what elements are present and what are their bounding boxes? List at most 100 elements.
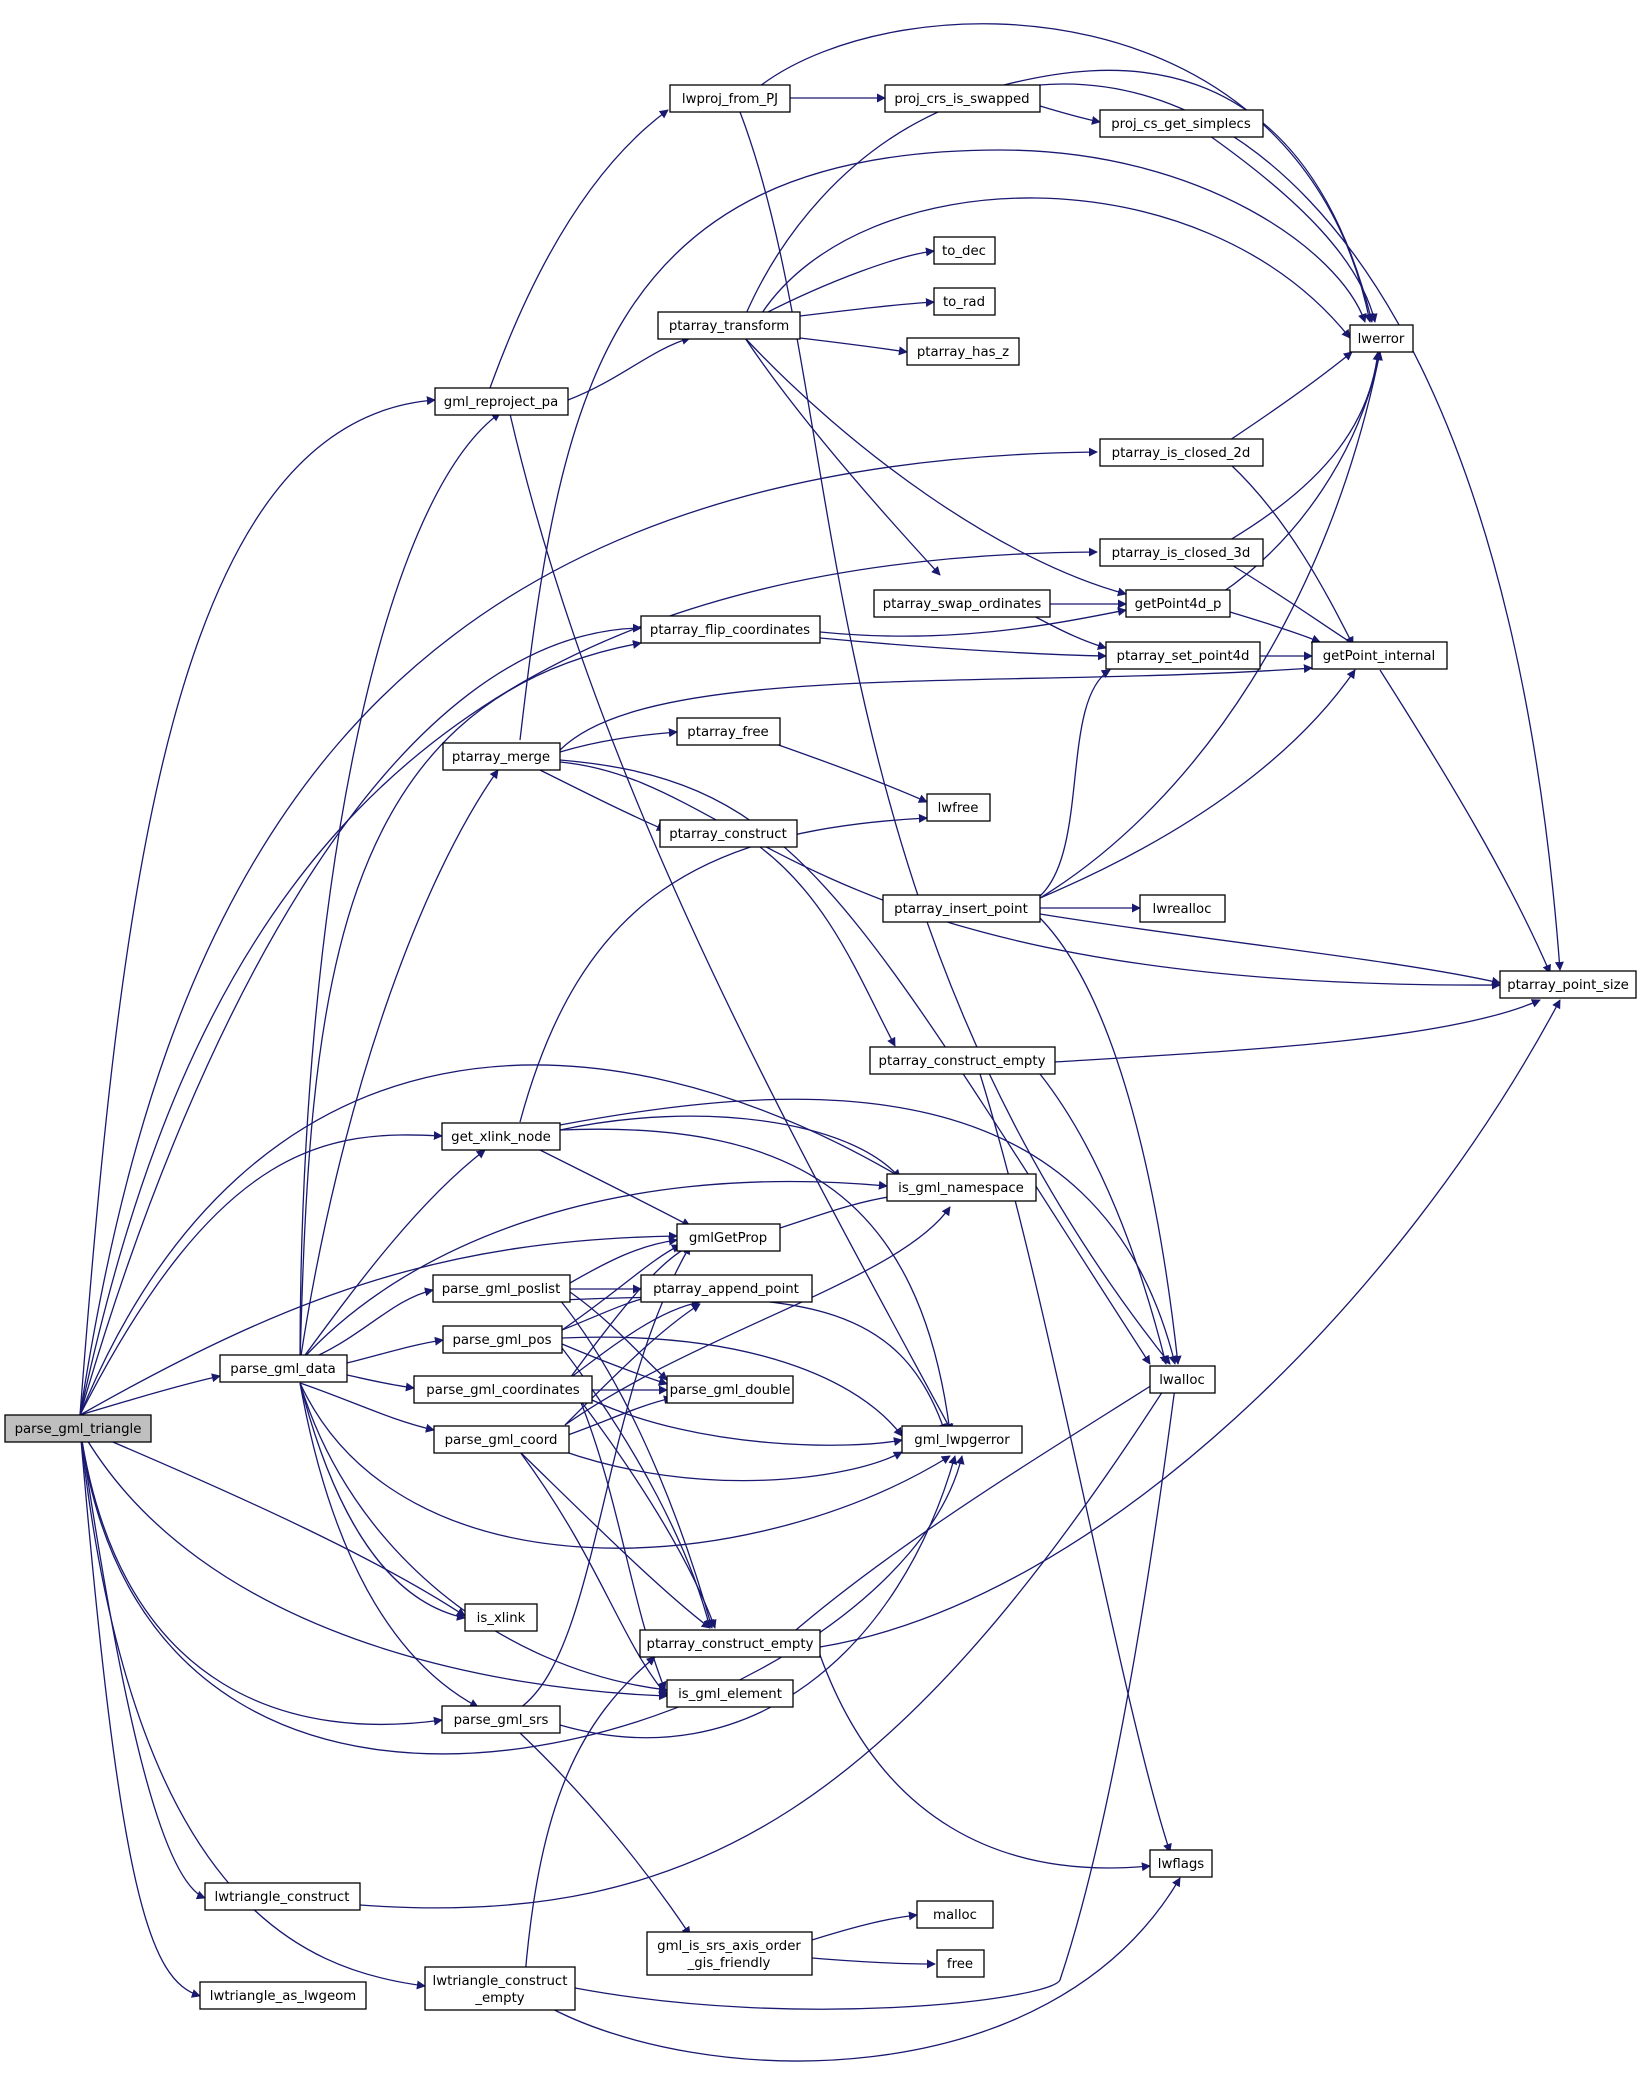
edge-parse-gml-triangle-to-lwtriangle-as-lwgeom: [79, 1427, 201, 1998]
node-to-dec[interactable]: to_dec: [933, 236, 996, 265]
edge-ptarray-merge-to-ptarray-free: [559, 728, 678, 753]
node-ptarray-merge[interactable]: ptarray_merge: [442, 742, 561, 771]
edge-ptarray-transform-to-to-rad: [799, 297, 935, 317]
node-parse-gml-data[interactable]: parse_gml_data: [219, 1354, 348, 1383]
edge-getpoint4d-p-to-getpoint-internal: [1229, 611, 1321, 644]
node-get-xlink-node[interactable]: get_xlink_node: [441, 1122, 561, 1151]
edge-parse-gml-triangle-to-gmlgetprop: [79, 1231, 678, 1416]
node-is-gml-namespace[interactable]: is_gml_namespace: [886, 1173, 1037, 1202]
node-parse-gml-coordinates[interactable]: parse_gml_coordinates: [413, 1375, 593, 1404]
node-malloc[interactable]: malloc: [916, 1900, 994, 1929]
node-ptarray-transform[interactable]: ptarray_transform: [657, 311, 801, 340]
node-label: is_gml_element: [678, 1687, 782, 1702]
edge-gml-is-srs-axis-order-to-free: [811, 1957, 936, 1969]
node-parse-gml-poslist[interactable]: parse_gml_poslist: [432, 1274, 571, 1303]
node-lwflags[interactable]: lwflags: [1149, 1849, 1213, 1878]
node-gml-reproject-pa[interactable]: gml_reproject_pa: [434, 387, 569, 416]
node-gmlgetprop[interactable]: gmlGetProp: [676, 1223, 781, 1252]
node-label-line1: gml_is_srs_axis_order: [657, 1939, 801, 1954]
node-ptarray-set-point4d[interactable]: ptarray_set_point4d: [1105, 641, 1261, 670]
edge-parse-gml-triangle-to-gml-lwpgerror: [79, 1427, 965, 1755]
node-ptarray-has-z[interactable]: ptarray_has_z: [906, 337, 1020, 366]
node-ptarray-insert-point[interactable]: ptarray_insert_point: [882, 894, 1041, 923]
edge-ptarray-transform-to-to-dec: [759, 247, 935, 317]
node-label-line2: _empty: [474, 1991, 524, 2006]
edge-get-xlink-node-to-is-gml-namespace: [559, 1115, 901, 1179]
node-gml-is-srs-axis-order-gis-friendly[interactable]: gml_is_srs_axis_order _gis_friendly: [646, 1931, 813, 1976]
node-ptarray-is-closed-3d[interactable]: ptarray_is_closed_3d: [1099, 538, 1264, 567]
edge-ptarray-construct-empty-bottom-to-ptarray-point-size: [819, 999, 1561, 1648]
node-ptarray-append-point[interactable]: ptarray_append_point: [640, 1274, 813, 1303]
edge-parse-gml-poslist-to-gml-lwpgerror: [559, 1296, 947, 1433]
edge-getpoint4d-p-to-lwerror: [1219, 351, 1383, 595]
node-lwtriangle-construct[interactable]: lwtriangle_construct: [204, 1882, 361, 1911]
node-is-gml-element[interactable]: is_gml_element: [666, 1679, 794, 1708]
node-ptarray-construct[interactable]: ptarray_construct: [659, 819, 798, 848]
node-gml-lwpgerror[interactable]: gml_lwpgerror: [901, 1425, 1023, 1454]
node-lwtriangle-as-lwgeom[interactable]: lwtriangle_as_lwgeom: [199, 1981, 367, 2010]
node-lwfree[interactable]: lwfree: [926, 793, 991, 822]
node-label: parse_gml_srs: [454, 1713, 549, 1728]
node-label: get_xlink_node: [451, 1130, 551, 1145]
node-parse-gml-coord[interactable]: parse_gml_coord: [433, 1425, 570, 1454]
edge-get-xlink-node-to-gml-lwpgerror: [559, 1128, 954, 1433]
node-label: proj_crs_is_swapped: [894, 92, 1029, 107]
edge-lwtriangle-construct-to-lwalloc: [359, 1379, 1171, 1909]
edge-parse-gml-coordinates-to-ptarray-append-point: [569, 1299, 701, 1379]
node-label: ptarray_transform: [669, 319, 789, 334]
edge-proj-crs-is-swapped-to-lwerror: [999, 69, 1375, 323]
node-getpoint-internal[interactable]: getPoint_internal: [1311, 641, 1448, 670]
edge-parse-gml-coordinates-to-gml-lwpgerror: [591, 1399, 903, 1446]
edge-parse-gml-data-to-parse-gml-coordinates: [346, 1374, 415, 1392]
node-label: ptarray_insert_point: [894, 902, 1028, 917]
node-label: ptarray_merge: [452, 750, 550, 765]
node-label: ptarray_construct_empty: [879, 1054, 1046, 1069]
edge-parse-gml-data-to-gml-reproject-pa: [299, 412, 501, 1363]
node-parse-gml-pos[interactable]: parse_gml_pos: [442, 1325, 563, 1354]
edge-ptarray-merge-to-ptarray-point-size: [559, 761, 1501, 990]
node-lwtriangle-construct-empty[interactable]: lwtriangle_construct _empty: [424, 1966, 576, 2011]
node-ptarray-free[interactable]: ptarray_free: [676, 717, 781, 746]
node-ptarray-construct-empty-top[interactable]: ptarray_construct_empty: [869, 1046, 1056, 1075]
edge-parse-gml-data-to-parse-gml-coord: [299, 1382, 435, 1433]
edge-parse-gml-data-to-is-gml-element: [299, 1382, 668, 1694]
edge-gmlgetprop-to-is-gml-namespace: [779, 1191, 903, 1229]
node-label-line1: lwtriangle_construct: [433, 1974, 568, 1989]
node-to-rad[interactable]: to_rad: [933, 287, 996, 316]
node-ptarray-swap-ordinates[interactable]: ptarray_swap_ordinates: [873, 589, 1051, 618]
node-proj-crs-is-swapped[interactable]: proj_crs_is_swapped: [884, 84, 1041, 113]
node-label: gml_reproject_pa: [444, 395, 558, 410]
edge-parse-gml-triangle-to-parse-gml-data: [79, 1373, 221, 1416]
node-parse-gml-double[interactable]: parse_gml_double: [666, 1375, 794, 1404]
edge-ptarray-construct-empty-bottom-to-lwalloc: [789, 1379, 1161, 1636]
node-label: ptarray_swap_ordinates: [883, 597, 1042, 612]
edge-lwtriangle-construct-empty-to-ptarray-construct-empty: [524, 1656, 656, 1977]
edge-parse-gml-coord-to-parse-gml-double: [564, 1395, 673, 1437]
node-free[interactable]: free: [936, 1949, 985, 1978]
node-ptarray-construct-empty-bottom[interactable]: ptarray_construct_empty: [639, 1629, 821, 1658]
edge-parse-gml-coord-to-is-gml-namespace: [564, 1206, 951, 1426]
node-label: ptarray_is_closed_2d: [1112, 446, 1251, 461]
node-proj-cs-get-simplecs[interactable]: proj_cs_get_simplecs: [1099, 109, 1264, 138]
edge-ptarray-flip-coordinates-to-getpoint4d-p: [819, 607, 1127, 637]
edge-parse-gml-triangle-to-get-xlink-node: [79, 1131, 443, 1416]
node-lwrealloc[interactable]: lwrealloc: [1139, 894, 1226, 923]
node-is-xlink[interactable]: is_xlink: [464, 1603, 538, 1632]
edge-ptarray-transform-to-ptarray-swap-ordinates: [744, 337, 941, 576]
node-lwproj-from-pj[interactable]: lwproj_from_PJ: [669, 84, 791, 113]
node-lwalloc[interactable]: lwalloc: [1149, 1365, 1216, 1394]
edge-lwtriangle-construct-empty-to-lwflags: [544, 1877, 1181, 2062]
edge-parse-gml-triangle-to-gml-reproject-pa: [79, 396, 436, 1416]
node-ptarray-flip-coordinates[interactable]: ptarray_flip_coordinates: [640, 615, 821, 644]
node-ptarray-point-size[interactable]: ptarray_point_size: [1499, 970, 1637, 999]
node-label: ptarray_flip_coordinates: [650, 623, 810, 638]
edge-parse-gml-poslist-to-ptarray-construct-empty: [559, 1299, 715, 1629]
edge-parse-gml-coord-to-gml-lwpgerror: [559, 1449, 903, 1482]
edge-parse-gml-triangle-to-is-gml-namespace: [79, 1064, 903, 1416]
node-lwerror[interactable]: lwerror: [1349, 324, 1414, 353]
node-parse-gml-srs[interactable]: parse_gml_srs: [441, 1705, 561, 1734]
node-getpoint4d-p[interactable]: getPoint4d_p: [1125, 589, 1231, 618]
node-parse-gml-triangle[interactable]: parse_gml_triangle: [4, 1414, 152, 1443]
node-ptarray-is-closed-2d[interactable]: ptarray_is_closed_2d: [1099, 438, 1264, 467]
node-label: lwproj_from_PJ: [682, 92, 778, 107]
